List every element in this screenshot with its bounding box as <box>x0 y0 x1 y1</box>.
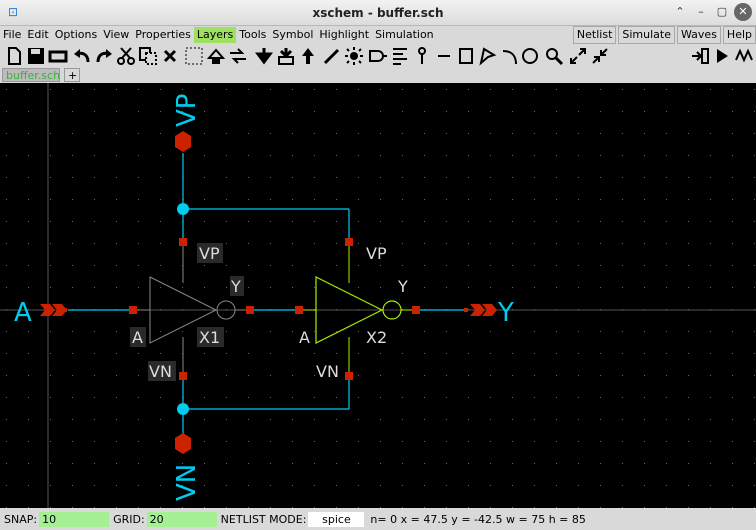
tab-bar: buffer.sch + <box>0 68 756 83</box>
menu-options[interactable]: Options <box>54 28 98 41</box>
output-pin-marker[interactable] <box>470 304 485 316</box>
netlist-mode-label: NETLIST MODE: <box>220 512 307 526</box>
menu-edit[interactable]: Edit <box>27 28 49 41</box>
x2-a-label: A <box>299 328 310 347</box>
grid-label: GRID: <box>113 512 145 526</box>
pop-up-icon[interactable] <box>298 46 318 66</box>
menu-properties[interactable]: Properties <box>135 28 191 41</box>
x1-y-label: Y <box>230 277 241 296</box>
app-icon: ⊡ <box>7 5 19 19</box>
x2-name-label: X2 <box>366 328 387 347</box>
menu-file[interactable]: File <box>3 28 22 41</box>
restore-icon[interactable]: ▢ <box>716 5 728 18</box>
bus-icon[interactable] <box>368 46 388 66</box>
junction-vp <box>177 203 189 215</box>
x1-vn-label: VN <box>149 362 172 381</box>
menu-waves[interactable]: Waves <box>677 26 721 44</box>
simulate-icon[interactable] <box>712 46 732 66</box>
x2-y-label: Y <box>397 277 408 296</box>
redo-icon[interactable] <box>94 46 114 66</box>
menu-symbol[interactable]: Symbol <box>272 28 314 41</box>
close-icon[interactable]: ✕ <box>734 3 752 21</box>
reload-icon[interactable] <box>48 46 68 66</box>
zoom-in-icon[interactable] <box>568 46 588 66</box>
input-pin-marker[interactable] <box>40 304 55 316</box>
snap-field[interactable]: 10 <box>39 511 110 527</box>
toolbar <box>0 44 756 68</box>
delete-icon[interactable] <box>160 46 180 66</box>
tab-buffer-sch[interactable]: buffer.sch <box>2 68 60 82</box>
menu-simulate[interactable]: Simulate <box>618 26 675 44</box>
netlist-mode-field[interactable]: spice <box>308 511 365 527</box>
coordinate-readout: n= 0 x = 47.5 y = -42.5 w = 75 h = 85 <box>370 512 586 526</box>
netlist-icon[interactable] <box>690 46 710 66</box>
vp-pin-label: VP <box>172 94 202 127</box>
polygon-icon[interactable] <box>478 46 498 66</box>
copy-icon[interactable] <box>138 46 158 66</box>
output-pin-label: Y <box>497 298 514 328</box>
line-icon[interactable] <box>434 46 454 66</box>
status-bar: SNAP: 10 GRID: 20 NETLIST MODE: spice n=… <box>0 508 756 530</box>
snap-label: SNAP: <box>4 512 38 526</box>
x1-name-label: X1 <box>199 328 220 347</box>
x2-vn-label: VN <box>316 362 339 381</box>
grid-field[interactable]: 20 <box>146 511 217 527</box>
menu-netlist[interactable]: Netlist <box>572 26 617 44</box>
insert-symbol-icon[interactable] <box>254 46 274 66</box>
input-pin-label: A <box>14 298 32 328</box>
schematic-canvas[interactable]: VP VN A Y VP Y <box>0 83 756 508</box>
waves-icon[interactable] <box>734 46 754 66</box>
menu-bar: File Edit Options View Properties Layers… <box>0 26 756 44</box>
pop-icon[interactable] <box>276 46 296 66</box>
circle-icon[interactable] <box>520 46 540 66</box>
vp-pin-marker[interactable] <box>175 131 191 152</box>
menu-tools[interactable]: Tools <box>239 28 267 41</box>
light-icon[interactable] <box>344 46 364 66</box>
maximize-up-icon[interactable]: ⌃ <box>675 5 685 18</box>
save-icon[interactable] <box>26 46 46 66</box>
window-title: xschem - buffer.sch <box>312 6 444 20</box>
vn-pin-marker[interactable] <box>175 433 191 454</box>
cut-icon[interactable] <box>116 46 136 66</box>
junction-vn <box>177 403 189 415</box>
edit-icon[interactable] <box>322 46 342 66</box>
x1-a-label: A <box>132 328 143 347</box>
search-icon[interactable] <box>544 46 564 66</box>
x2-vp-label: VP <box>366 244 387 263</box>
add-tab-button[interactable]: + <box>64 68 80 82</box>
menu-help[interactable]: Help <box>722 26 756 44</box>
align-icon[interactable] <box>390 46 410 66</box>
menu-layers[interactable]: Layers <box>193 27 237 43</box>
minimize-icon[interactable]: – <box>698 5 704 18</box>
new-icon[interactable] <box>4 46 24 66</box>
menu-highlight[interactable]: Highlight <box>319 28 370 41</box>
draw-box-icon[interactable] <box>184 46 204 66</box>
pin-icon[interactable] <box>412 46 432 66</box>
rect-icon[interactable] <box>456 46 476 66</box>
menu-view[interactable]: View <box>103 28 130 41</box>
push-icon[interactable] <box>228 46 248 66</box>
arc-icon[interactable] <box>500 46 520 66</box>
inverter-x2[interactable] <box>295 238 420 380</box>
vn-pin-label: VN <box>172 464 202 501</box>
menu-simulation[interactable]: Simulation <box>375 28 434 41</box>
undo-icon[interactable] <box>72 46 92 66</box>
swap-icon[interactable] <box>206 46 226 66</box>
title-bar: ⊡ xschem - buffer.sch ⌃ – ▢ ✕ <box>0 0 756 26</box>
zoom-full-icon[interactable] <box>590 46 610 66</box>
x1-vp-label: VP <box>199 244 220 263</box>
inverter-x1[interactable] <box>129 238 254 381</box>
